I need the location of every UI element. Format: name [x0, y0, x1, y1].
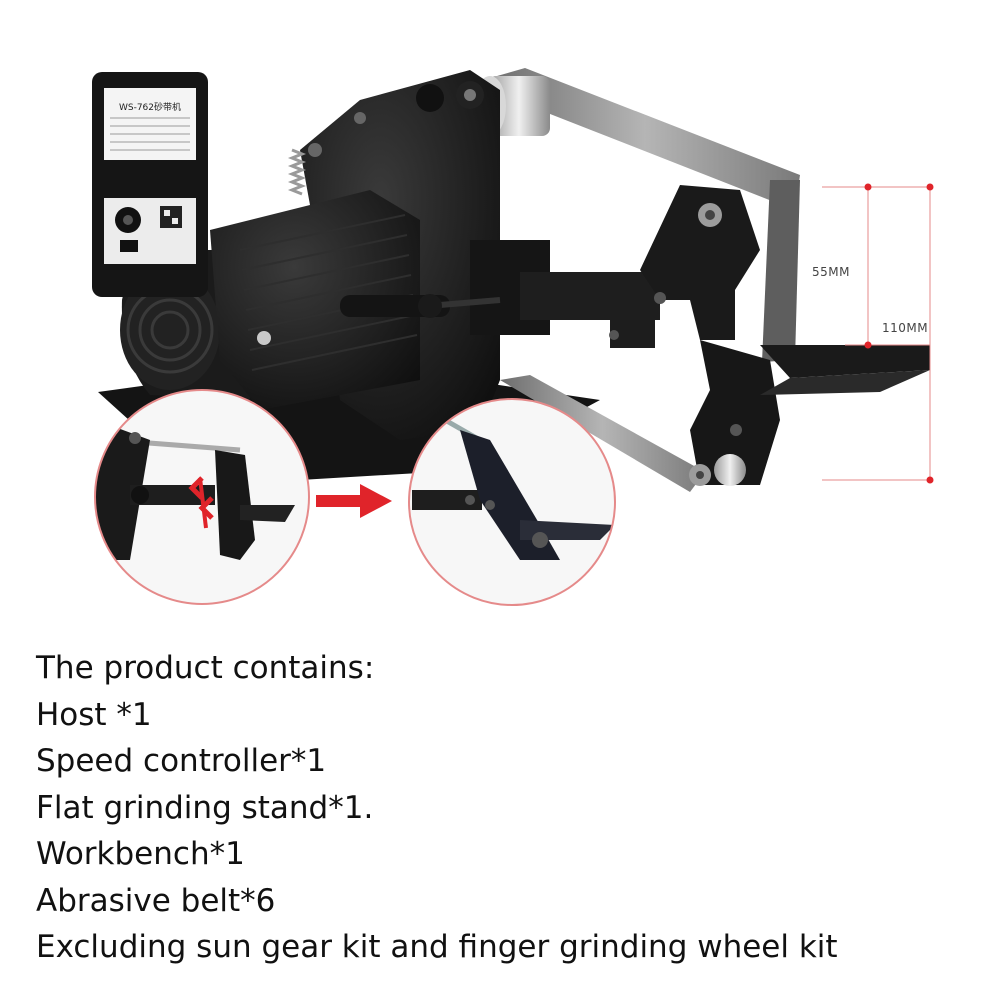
- contents-item-abrasive-belt: Abrasive belt*6: [36, 882, 276, 919]
- contents-list: Host *1 Speed controller*1 Flat grinding…: [36, 692, 986, 971]
- belt-grinder-illustration: WS-762砂带机: [92, 68, 934, 606]
- contents-item-exclusions: Excluding sun gear kit and finger grindi…: [36, 929, 838, 965]
- product-contents: The product contains: Host *1 Speed cont…: [36, 645, 986, 971]
- flat-grinding-stand: [609, 185, 780, 486]
- contents-item-speed-controller: Speed controller*1: [36, 743, 327, 779]
- speed-controller: WS-762砂带机: [92, 72, 208, 297]
- contents-item-workbench: Workbench*1: [36, 836, 245, 872]
- contents-item-flat-grinding-stand: Flat grinding stand*1.: [36, 789, 374, 826]
- contents-item-host: Host *1: [36, 696, 152, 733]
- inset-after-adjustment: [408, 398, 616, 606]
- product-photo: WS-762砂带机: [92, 68, 934, 606]
- abrasive-belt: [490, 68, 800, 492]
- contents-title: The product contains:: [36, 650, 375, 686]
- tool-rest-arm: [340, 240, 660, 335]
- inset-before-adjustment: [94, 389, 310, 605]
- arrow-right-icon: [316, 484, 392, 518]
- dimension-label-110mm: 110MM: [882, 321, 928, 335]
- power-switch: [120, 240, 138, 252]
- dimension-label-55mm: 55MM: [812, 265, 850, 279]
- dimension-annotations: 55MM 110MM: [812, 183, 934, 484]
- controller-model-label: WS-762砂带机: [119, 101, 181, 113]
- workbench-table: [760, 345, 930, 395]
- qr-code-icon: [160, 206, 182, 228]
